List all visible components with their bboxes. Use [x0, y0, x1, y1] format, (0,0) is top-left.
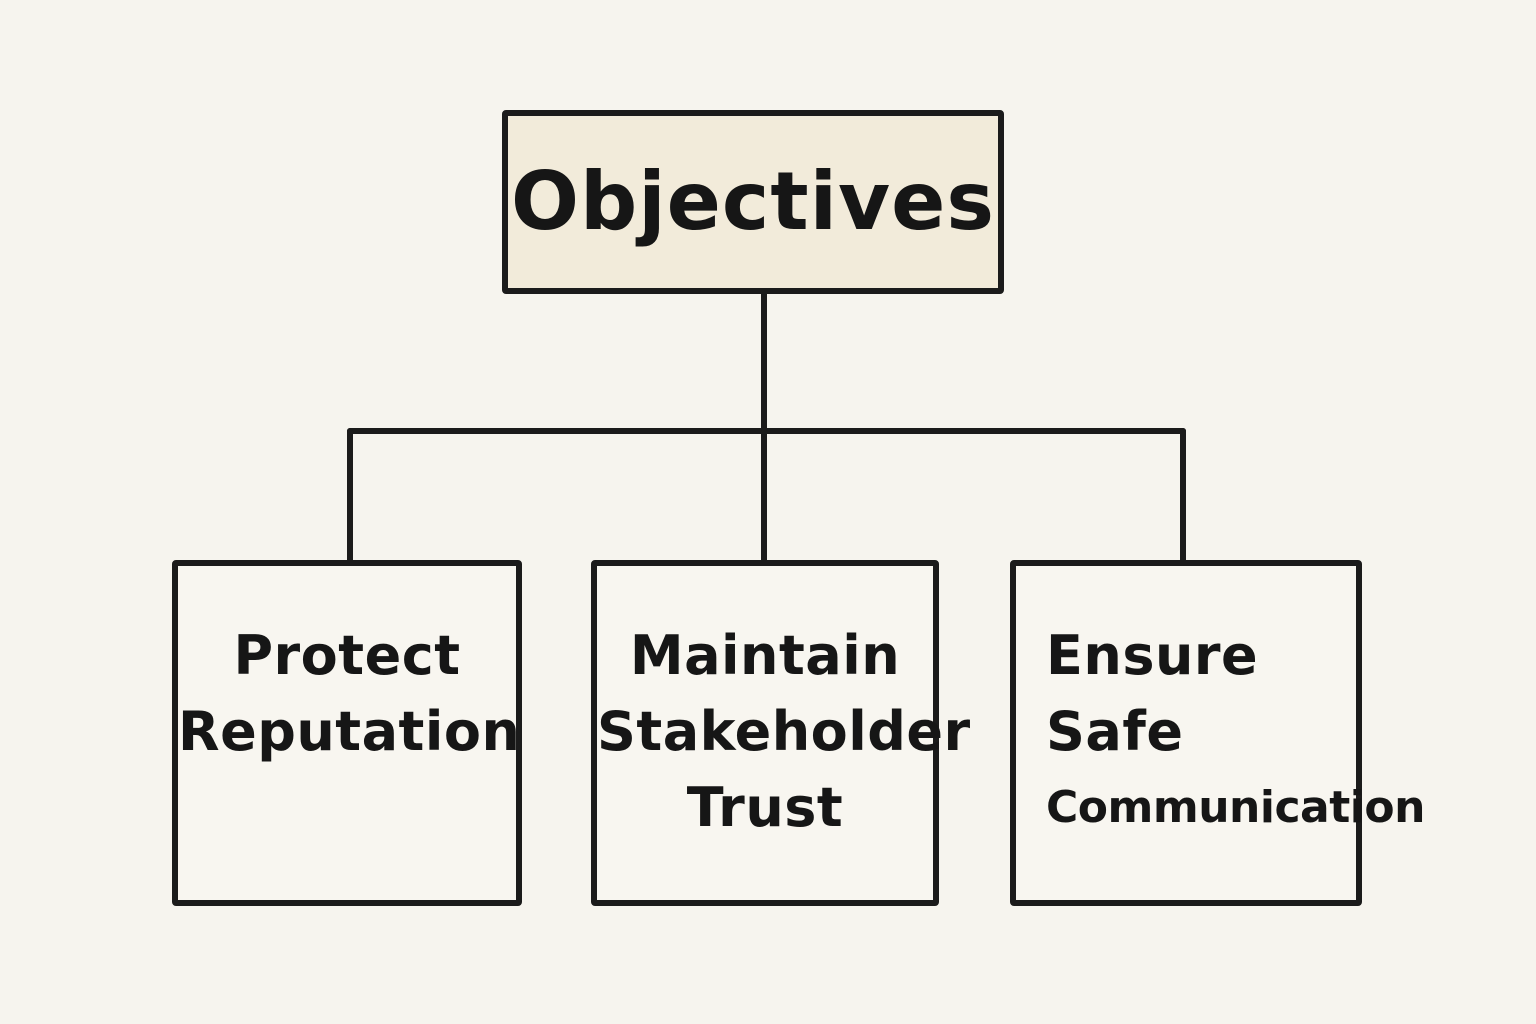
child-line: Stakeholder [597, 700, 971, 763]
child-line: Reputation [178, 700, 521, 763]
child-node-ensure-safe-communication: Ensure Safe Communication [1010, 560, 1425, 906]
child-node-maintain-stakeholder-trust: Maintain Stakeholder Trust [591, 560, 971, 906]
root-node: Objectives [502, 110, 1004, 294]
child-line: Communication [1046, 782, 1425, 833]
child-line: Ensure [1046, 624, 1259, 687]
child-line: Maintain [629, 624, 901, 687]
root-label: Objectives [510, 155, 996, 248]
child-node-protect-reputation: Protect Reputation [172, 560, 522, 906]
child-label-ensure-safe-communication: Ensure Safe Communication [1046, 618, 1425, 846]
child-label-maintain-stakeholder-trust: Maintain Stakeholder Trust [597, 618, 971, 846]
child-line: Protect [233, 624, 461, 687]
child-label-protect-reputation: Protect Reputation [178, 618, 521, 770]
child-line: Trust [686, 776, 844, 839]
child-line: Safe [1046, 700, 1184, 763]
